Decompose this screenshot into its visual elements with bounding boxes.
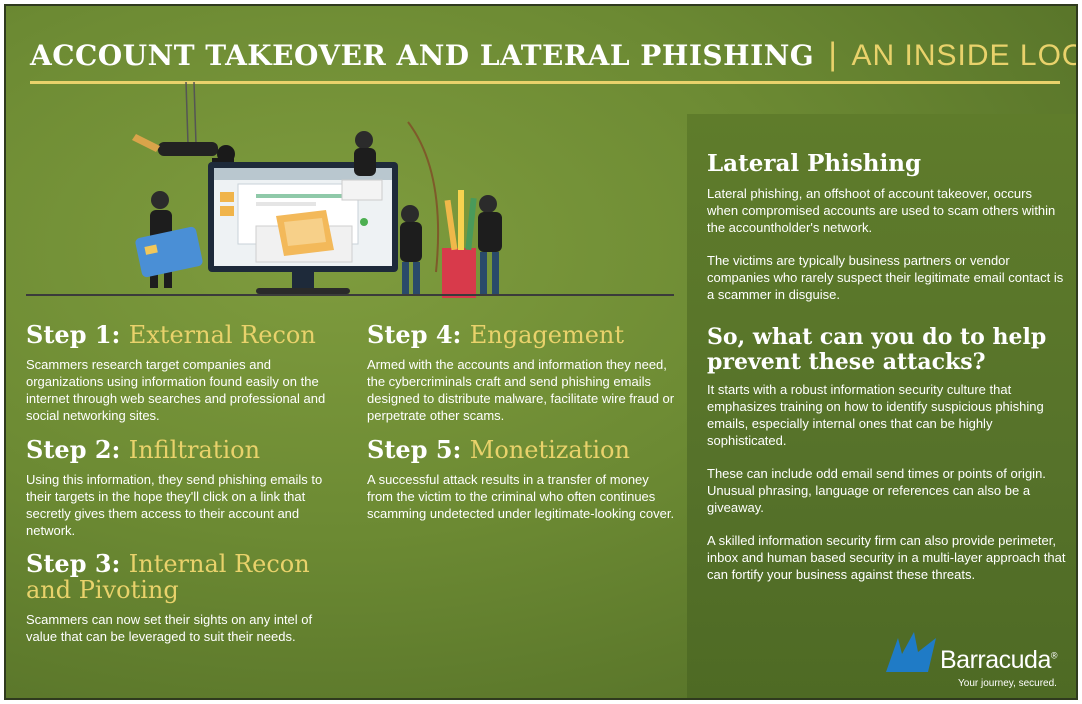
rope-line [185,82,189,145]
step-label: Step 4: [367,320,462,349]
ground-line [26,294,674,296]
step-4: Step 4: Engagement Armed with the accoun… [367,322,677,424]
prevent-paragraph-2: These can include odd email send times o… [707,466,1046,515]
credit-card-icon [135,226,203,278]
prevent-paragraph-1: It starts with a robust information secu… [707,382,1044,448]
step-5: Step 5: Monetization A successful attack… [367,437,677,522]
title-main: ACCOUNT TAKEOVER AND LATERAL PHISHING [30,39,815,72]
title-subtitle: AN INSIDE LOOK [851,39,1076,72]
step-name: Infiltration [128,436,261,464]
step-1: Step 1: External Recon Scammers research… [26,322,341,424]
step-name: Internal Recon and Pivoting [26,550,310,604]
title-separator: | [828,36,838,72]
step-label: Step 5: [367,435,462,464]
logo-tagline: Your journey, secured. [958,678,1057,689]
step-name: External Recon [128,321,316,349]
lateral-paragraph-2: The victims are typically business partn… [707,253,1064,302]
step-3: Step 3: Internal Recon and Pivoting Scam… [26,551,346,645]
lateral-paragraph-1: Lateral phishing, an offshoot of account… [707,186,1056,235]
prevent-heading: So, what can you do to help prevent thes… [707,324,1047,375]
top-hacker [354,131,376,176]
infographic: ACCOUNT TAKEOVER AND LATERAL PHISHING | … [4,4,1078,700]
prevent-paragraph-3: A skilled information security firm can … [707,533,1066,582]
step-text: A successful attack results in a transfe… [367,472,675,521]
logo-wordmark: Barracuda® [940,646,1058,674]
rope-line-2 [193,82,197,145]
backpack-hacker [478,195,502,296]
step-label: Step 2: [26,435,121,464]
standing-hacker [400,205,422,296]
barracuda-logo: Barracuda® Your journey, secured. [884,630,1074,690]
lateral-heading: Lateral Phishing [707,150,922,177]
hanging-hacker [132,134,235,164]
barracuda-fin-icon [886,632,936,672]
step-2: Step 2: Infiltration Using this informat… [26,437,341,539]
page-title: ACCOUNT TAKEOVER AND LATERAL PHISHING | … [30,36,1076,84]
step-name: Monetization [469,436,630,464]
step-text: Scammers can now set their sights on any… [26,612,313,644]
step-label: Step 3: [26,549,121,578]
info-panel: Lateral Phishing Lateral phishing, an of… [687,114,1076,698]
step-name: Engagement [469,321,625,349]
step-text: Using this information, they send phishi… [26,472,323,538]
hacker-illustration [132,82,502,298]
monitor-icon [208,162,398,294]
step-text: Scammers research target companies and o… [26,357,326,423]
step-label: Step 1: [26,320,121,349]
pencil-cup-icon [442,190,477,298]
fishing-rod [407,121,440,273]
registered-mark: ® [1050,650,1058,661]
step-text: Armed with the accounts and information … [367,357,675,423]
